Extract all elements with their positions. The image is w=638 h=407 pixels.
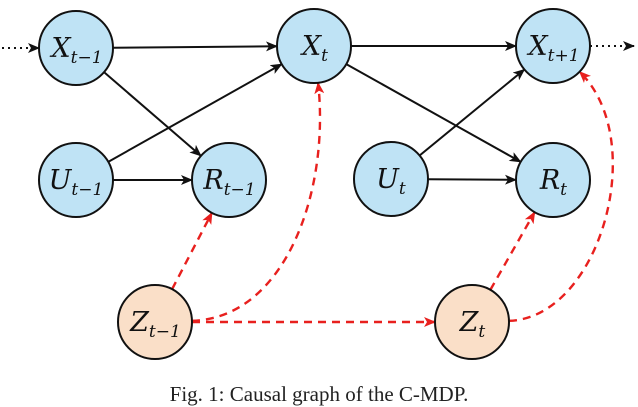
- node-x-tm1: Xt−1: [38, 10, 114, 86]
- node-circle: [434, 284, 510, 360]
- edge-x-t-to-r-t: [345, 63, 522, 163]
- node-label: Rt: [539, 165, 567, 200]
- edges-layer: [103, 41, 614, 327]
- node-circle: [276, 8, 352, 84]
- node-label: Ut: [376, 164, 406, 199]
- node-circle: [38, 10, 114, 86]
- node-circle: [353, 141, 429, 217]
- node-r-tm1: Rt−1: [191, 142, 267, 218]
- figure-caption: Fig. 1: Causal graph of the C-MDP.: [169, 382, 469, 406]
- edge-z-t-to-x-tp1: [508, 70, 614, 323]
- node-z-tm1: Zt−1: [117, 284, 193, 360]
- node-u-tm1: Ut−1: [38, 142, 114, 218]
- node-u-t: Ut: [353, 141, 429, 217]
- edge-z-tm1-to-r-tm1: [171, 211, 213, 290]
- node-label: Zt: [459, 307, 486, 342]
- node-circle: [191, 142, 267, 218]
- edge-u-t-to-r-t: [427, 174, 518, 185]
- node-x-t: Xt: [276, 8, 352, 84]
- edge-z-tm1-to-x-t: [191, 81, 325, 323]
- node-label: Xt+1: [526, 31, 579, 66]
- node-circle: [515, 142, 591, 218]
- node-circle: [117, 284, 193, 360]
- node-r-t: Rt: [515, 142, 591, 218]
- edge-x-tm1-to-r-tm1: [103, 71, 202, 157]
- node-label: Zt−1: [129, 307, 181, 342]
- node-label: Ut−1: [49, 165, 104, 200]
- continuation-layer: [2, 41, 635, 53]
- edge-x-tm1-to-x-t: [112, 41, 279, 52]
- node-label: Xt−1: [49, 33, 102, 68]
- node-z-t: Zt: [434, 284, 510, 360]
- node-circle: [38, 142, 114, 218]
- edge-u-tm1-to-x-t: [107, 63, 283, 163]
- node-x-tp1: Xt+1: [515, 8, 591, 84]
- edge-z-t-to-r-t: [489, 211, 536, 291]
- node-label: Xt: [300, 31, 328, 66]
- node-circle: [515, 8, 591, 84]
- node-label: Rt−1: [202, 165, 255, 200]
- edge-u-t-to-x-tp1: [418, 68, 526, 157]
